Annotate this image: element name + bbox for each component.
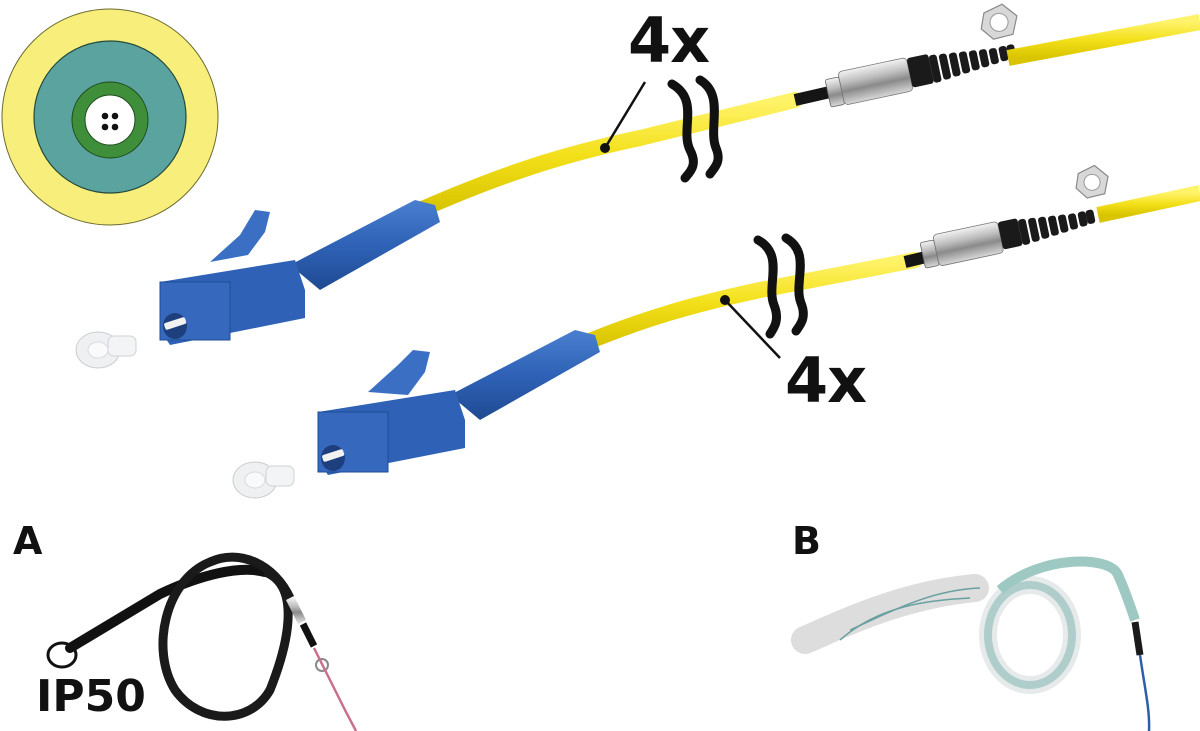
hex-nut-icon (980, 3, 1018, 40)
hex-nut-icon (1075, 164, 1109, 199)
ip-rating-label: IP50 (36, 671, 146, 722)
lc-connector-bottom (317, 330, 600, 475)
dust-cap-bottom (232, 461, 295, 499)
cable-bottom (232, 164, 1200, 499)
cable-cross-section (1, 8, 219, 226)
quantity-label-top: 4x (628, 4, 710, 77)
dust-cap-top (75, 331, 137, 369)
quantity-label-bottom: 4x (785, 344, 867, 417)
panel-b-label: B (792, 519, 821, 563)
panel-b-mesh-cable (791, 556, 1151, 731)
panel-a-label: A (13, 519, 43, 563)
cable-top (75, 3, 1200, 369)
lc-connector-top (159, 200, 440, 345)
panel-a-armored-cable (46, 552, 358, 731)
